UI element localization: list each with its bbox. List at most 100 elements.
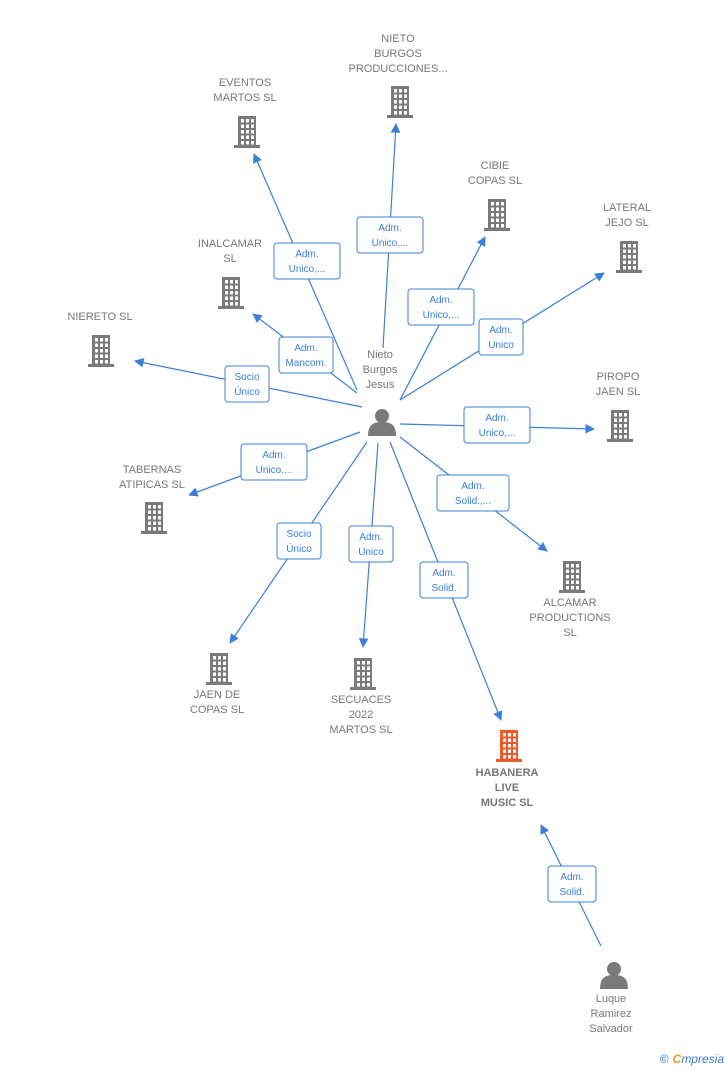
edges-layer: Adm. Unico,... Adm. Unico,... Adm. Unico,... A… <box>134 123 605 947</box>
edge-nieto-piropo: Adm.Unico,... <box>399 406 595 444</box>
edge-label-text: Socio <box>286 529 311 540</box>
edge-role-label[interactable]: Adm. Unico,... <box>240 443 308 481</box>
edge-nieto-eventos: Adm. Unico,... <box>253 153 358 391</box>
building-icon <box>496 730 522 762</box>
building-icon <box>607 410 633 442</box>
node-label-line: HABANERA <box>476 767 539 779</box>
node-tabernas[interactable]: TABERNAS ATIPICAS SL <box>119 464 185 534</box>
node-label-line: 2022 <box>349 709 373 721</box>
node-label-line: SL <box>563 627 576 639</box>
node-label-line: INALCAMAR <box>198 238 262 250</box>
node-inalcamar[interactable]: INALCAMAR SL <box>198 238 262 309</box>
building-icon <box>88 335 114 367</box>
building-icon <box>387 86 413 118</box>
edge-label-box <box>273 242 341 280</box>
edge-role-label[interactable]: Adm.Unico,... <box>463 406 531 444</box>
edge-label-box <box>356 216 424 254</box>
edge-label-text: Adm. <box>295 249 318 260</box>
edge-role-label[interactable]: Adm. Solid.,... <box>436 474 510 512</box>
edge-role-label[interactable]: Adm. Unico <box>348 525 394 563</box>
node-lateral[interactable]: LATERAL JEJO SL <box>603 202 651 273</box>
node-label-line: COPAS SL <box>190 704 244 716</box>
node-label-line: Nieto <box>367 349 393 361</box>
edge-label-text: Solid.,... <box>455 496 491 507</box>
edge-role-label[interactable]: Adm.Solid. <box>419 561 469 599</box>
edge-label-text: Mancom. <box>285 358 326 369</box>
node-label-line: MARTOS SL <box>213 92 276 104</box>
node-alcamar[interactable]: ALCAMAR PRODUCTIONS SL <box>529 561 611 639</box>
edge-nieto-tabernas: Adm. Unico,... <box>188 431 361 497</box>
edge-label-text: Adm. <box>461 481 484 492</box>
node-label-line: NIETO <box>381 33 415 45</box>
edge-role-label[interactable]: Adm. Unico,... <box>273 242 341 280</box>
edge-label-text: Adm. <box>432 568 455 579</box>
edge-label-text: Unico <box>358 547 384 558</box>
node-label-line: COPAS SL <box>468 175 522 187</box>
node-niereto[interactable]: NIERETO SL <box>67 311 133 367</box>
node-label-line: Jesus <box>366 379 395 391</box>
copyright-symbol: © <box>659 1052 669 1066</box>
edge-label-text: Adm. <box>262 450 285 461</box>
node-nieto_burgos_prod[interactable]: NIETOBURGOSPRODUCCIONES... <box>348 33 448 118</box>
edge-label-text: Adm. <box>359 532 382 543</box>
edge-label-box <box>348 525 394 563</box>
building-icon <box>484 199 510 231</box>
edge-label-text: Unico <box>488 340 514 351</box>
edge-luque-habanera: Adm.Solid. <box>540 824 602 947</box>
edge-label-text: Unico,... <box>256 465 293 476</box>
node-label-line: ALCAMAR <box>543 597 596 609</box>
edge-label-box <box>278 336 334 374</box>
node-label-line: NIERETO SL <box>67 311 132 323</box>
edge-label-text: Unico,... <box>423 310 460 321</box>
edge-label-text: Adm. <box>294 343 317 354</box>
edge-label-box <box>547 865 597 903</box>
node-label-line: Salvador <box>589 1023 633 1035</box>
edge-role-label[interactable]: Adm.Unico <box>478 318 524 356</box>
edge-nieto-nieto_burgos_prod: Adm.Unico,... <box>356 123 424 349</box>
edge-label-text: Adm. <box>429 295 452 306</box>
brand-logo-text: mpresia <box>681 1052 724 1066</box>
edge-nieto-lateral: Adm. Unico <box>399 272 605 401</box>
node-label-line: JEJO SL <box>605 217 648 229</box>
node-label-line: ATIPICAS SL <box>119 479 185 491</box>
edge-role-label[interactable]: Adm. Mancom. <box>278 336 334 374</box>
node-label-line: PRODUCTIONS <box>529 612 610 624</box>
edge-role-label[interactable]: Adm.Unico,... <box>356 216 424 254</box>
edge-nieto-habanera: Adm.Solid. <box>389 441 503 721</box>
node-label-line: Luque <box>596 993 627 1005</box>
node-label-line: LATERAL <box>603 202 651 214</box>
node-label-line: BURGOS <box>374 48 422 60</box>
node-label-line: TABERNAS <box>123 464 181 476</box>
node-label-line: SL <box>223 253 236 265</box>
edge-nieto-secuaces: Adm. Unico <box>348 442 394 648</box>
edge-role-label[interactable]: Adm. Unico,... <box>407 288 475 326</box>
footer-brand: ©Cmpresia <box>660 1052 724 1066</box>
building-icon <box>559 561 585 593</box>
edge-label-text: Adm. <box>485 413 508 424</box>
edge-label-text: Adm. <box>560 872 583 883</box>
node-label-line: JAEN SL <box>596 386 641 398</box>
edge-label-text: Unico,... <box>289 264 326 275</box>
node-label-line: MUSIC SL <box>481 797 534 809</box>
edge-nieto-alcamar: Adm. Solid.,... <box>399 436 548 552</box>
edge-label-text: Adm. <box>378 223 401 234</box>
building-icon <box>234 116 260 148</box>
edge-label-box <box>240 443 308 481</box>
building-icon <box>206 653 232 685</box>
edge-role-label[interactable]: Adm.Solid. <box>547 865 597 903</box>
person-icon <box>368 409 396 436</box>
